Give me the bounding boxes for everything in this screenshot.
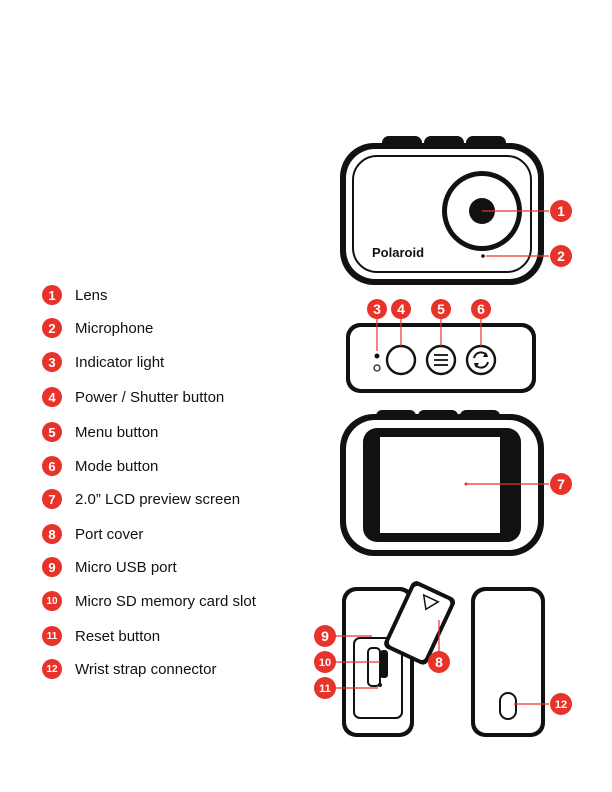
callout-11: 11 — [314, 677, 336, 699]
svg-text:7: 7 — [557, 476, 565, 492]
callout-10: 10 — [314, 651, 336, 673]
callout-4: 4 — [391, 299, 411, 319]
callout-2: 2 — [550, 245, 572, 267]
lcd-screen — [380, 437, 500, 533]
callout-9: 9 — [314, 625, 336, 647]
microphone-dot — [481, 254, 485, 258]
camera-back-view — [340, 410, 544, 556]
callout-12: 12 — [550, 693, 572, 715]
callout-3: 3 — [367, 299, 387, 319]
svg-text:10: 10 — [319, 657, 331, 669]
svg-text:8: 8 — [435, 654, 443, 670]
svg-text:3: 3 — [373, 301, 381, 317]
callout-5: 5 — [431, 299, 451, 319]
svg-text:1: 1 — [557, 203, 565, 219]
sd-slot — [380, 650, 388, 678]
brand-logo: Polaroid — [372, 245, 424, 260]
svg-text:9: 9 — [321, 628, 329, 644]
camera-side-view-strap — [471, 587, 545, 737]
callout-6: 6 — [471, 299, 491, 319]
callout-8: 8 — [428, 651, 450, 673]
reset-button-dot — [378, 683, 382, 687]
svg-text:5: 5 — [437, 301, 445, 317]
callout-7: 7 — [550, 473, 572, 495]
svg-text:4: 4 — [397, 301, 405, 317]
callout-1: 1 — [550, 200, 572, 222]
indicator-light-dot — [375, 354, 380, 359]
svg-text:6: 6 — [477, 301, 485, 317]
svg-text:11: 11 — [319, 683, 331, 695]
svg-text:2: 2 — [557, 248, 565, 264]
svg-text:12: 12 — [555, 699, 567, 711]
